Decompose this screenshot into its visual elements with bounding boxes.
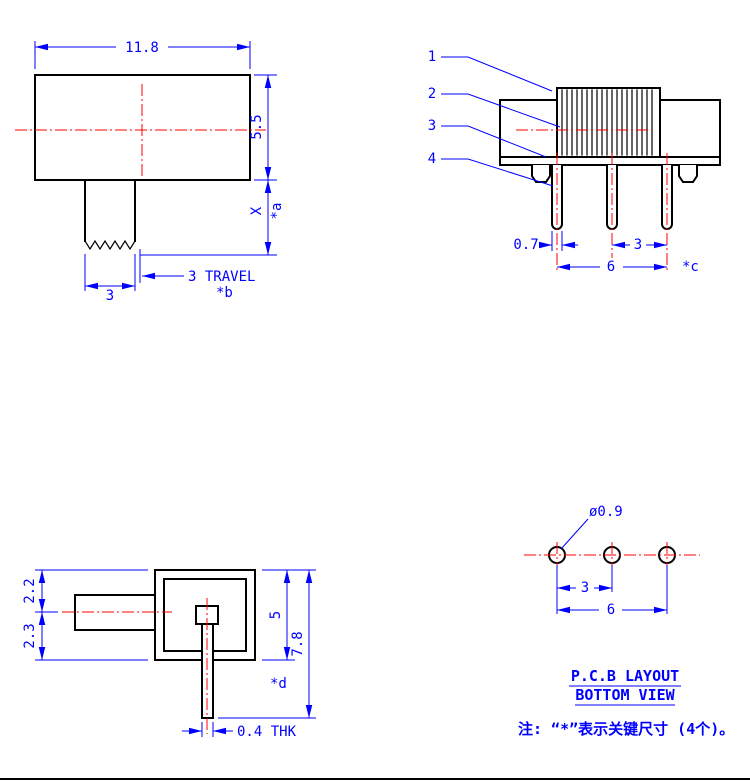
dim-upper-offset: 2.2	[22, 578, 38, 603]
actuator-stem	[84, 179, 136, 242]
hole-diameter-leader	[560, 518, 589, 550]
dim-hole-pitch: 3	[581, 580, 589, 596]
dim-lower-offset: 2.3	[22, 623, 38, 648]
side-view: 1 2 3 4 0.7 3 6 *c	[428, 49, 721, 275]
dim-pin-pitch: 3	[634, 237, 642, 253]
extension-lines-stem-width	[84, 254, 136, 291]
dim-thickness: 0.4 THK	[237, 724, 297, 740]
key-mark-d: *d	[270, 676, 287, 692]
mounting-stub-left	[531, 165, 551, 183]
switch-body-side	[499, 99, 721, 166]
callout-2-leader	[441, 93, 561, 128]
mounting-stub-right	[678, 165, 698, 183]
dim-hole-span: 6	[607, 602, 615, 618]
callout-4: 4	[428, 151, 436, 167]
stem-break-line	[84, 239, 136, 251]
dim-pin-span: 6	[607, 259, 615, 275]
callout-3: 3	[428, 118, 436, 134]
dim-stem-length: X	[249, 206, 265, 215]
dim-hole-diameter: ø0.9	[589, 504, 623, 520]
front-view: 11.8 5.5 X *a 3 TRAVEL *b 3	[15, 40, 285, 304]
key-mark-a: *a	[269, 203, 285, 220]
front-dimensions: 11.8 5.5 X *a 3 TRAVEL *b 3	[34, 40, 285, 304]
pcb-title-block: P.C.B LAYOUT BOTTOM VIEW	[569, 667, 681, 706]
pcb-subtitle: BOTTOM VIEW	[575, 686, 675, 704]
knob-knurling-hatch	[561, 89, 653, 156]
key-mark-c: *c	[682, 259, 699, 275]
part-callouts: 1 2 3 4	[428, 49, 561, 187]
actuator-knob	[556, 87, 661, 158]
pcb-dimensions: ø0.9 3 6	[556, 504, 668, 618]
key-dimension-note: 注: “*”表示关键尺寸 (4个)。	[518, 720, 734, 738]
profile-view: 2.2 2.3 5 7.8 *d 0.4 THK	[22, 569, 316, 740]
pcb-title: P.C.B LAYOUT	[571, 667, 679, 685]
callout-4-leader	[441, 158, 554, 187]
dim-body-width: 11.8	[125, 40, 159, 56]
callout-1: 1	[428, 49, 436, 65]
dim-body-height: 5.5	[249, 114, 265, 139]
key-mark-b: *b	[216, 285, 233, 301]
dim-body-depth: 5	[268, 611, 284, 619]
side-dimensions: 0.7 3 6 *c	[513, 231, 699, 275]
callout-1-leader	[441, 56, 553, 92]
callout-3-leader	[441, 125, 547, 158]
dim-pin-width: 0.7	[513, 237, 538, 253]
pcb-view: ø0.9 3 6 P.C.B LAYOUT BOTTOM VIEW	[524, 504, 700, 706]
dim-travel: 3 TRAVEL	[188, 269, 255, 285]
callout-2: 2	[428, 86, 436, 102]
profile-dimensions: 2.2 2.3 5 7.8 *d 0.4 THK	[22, 569, 316, 740]
dim-stem-width: 3	[106, 288, 114, 304]
dim-overall-depth: 7.8	[290, 631, 306, 656]
